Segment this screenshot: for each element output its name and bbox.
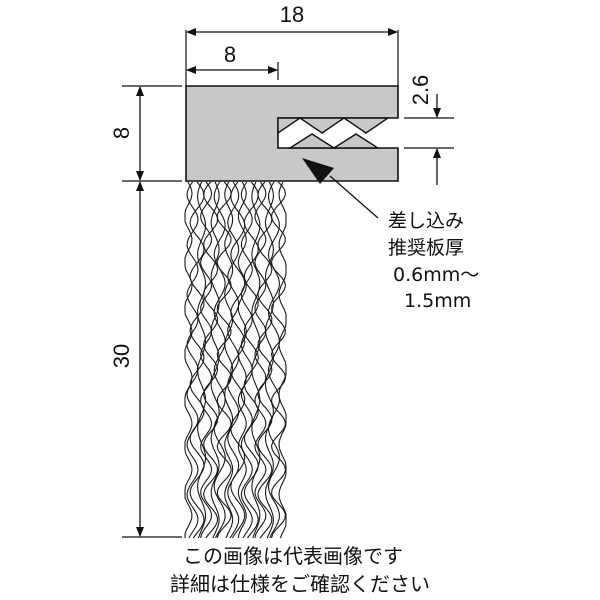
- bristle-strand: [203, 181, 219, 539]
- bristle-strand: [257, 181, 273, 539]
- bristle-strand: [184, 181, 193, 538]
- bristle-strand: [267, 181, 280, 539]
- bristle-strand: [270, 181, 287, 539]
- caption-line-2: 詳細は仕様をご確認ください: [170, 572, 430, 596]
- brush-bristles: [184, 181, 287, 539]
- caption-line-1: この画像は代表画像です: [183, 544, 403, 568]
- holder-profile: [185, 85, 399, 182]
- bristle-strand: [200, 181, 213, 539]
- note-line-3: 0.6mm～: [393, 264, 479, 286]
- bristle-strand: [230, 181, 246, 539]
- dim-label-8-width: 8: [224, 42, 236, 67]
- dim-label-8-height: 8: [109, 127, 134, 139]
- bristle-strand: [224, 181, 234, 539]
- note-line-2: 推奨板厚: [388, 237, 464, 259]
- leader-arrowhead: [302, 158, 334, 184]
- bristle-strand: [237, 181, 247, 539]
- slot-teeth-top: [277, 117, 391, 135]
- bristle-strand: [197, 181, 207, 539]
- dim-label-2-6: 2.6: [408, 75, 433, 106]
- slot-teeth-bottom: [287, 133, 381, 149]
- bristle-strand: [254, 181, 267, 539]
- leader-line: [329, 175, 379, 219]
- bristle-strand: [213, 181, 226, 539]
- bristle-strand: [240, 181, 253, 539]
- note-line-1: 差し込み: [388, 210, 464, 232]
- bristle-strand: [186, 181, 199, 539]
- bristle-strand: [278, 181, 287, 539]
- dim-label-18: 18: [280, 2, 304, 27]
- bristle-strand: [251, 181, 261, 539]
- bristle-strand: [216, 181, 232, 539]
- dim-label-30: 30: [109, 344, 134, 368]
- note-line-4: 1.5mm: [404, 290, 471, 312]
